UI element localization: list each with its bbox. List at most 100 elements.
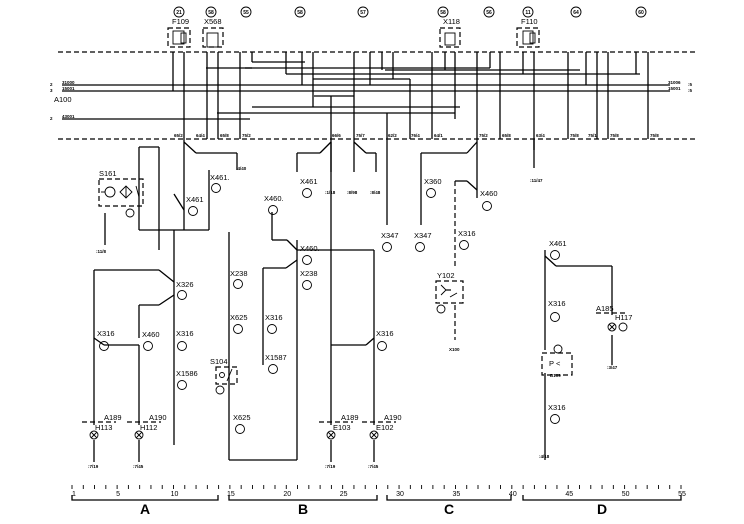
switch-s161[interactable]: S161 [98, 169, 144, 218]
bus-lines [62, 61, 670, 120]
fuse-f109-label: F109 [172, 17, 189, 26]
terminal-label: 75/2 [479, 133, 488, 138]
bus-output-wire: 15001 [668, 86, 681, 91]
scale-tick-label: 30 [396, 491, 404, 498]
reference-label: :11/47 [530, 178, 543, 183]
lamp-e102[interactable]: A190 E102 :7/45 [362, 413, 402, 469]
reference-label: X100 [449, 347, 460, 352]
scale-tick-label: 20 [283, 491, 291, 498]
lamp-h112[interactable]: A190 H112 :7/45 [127, 413, 167, 469]
zone-marker: 60 [635, 6, 647, 18]
zone-marker: 58 [437, 6, 449, 18]
lamp-e103[interactable]: A189 E103 :7/19 [319, 413, 359, 469]
zone-circle [211, 183, 221, 193]
valve-y102[interactable]: Y102 [435, 271, 464, 314]
terminal-label: 63/4 [536, 133, 545, 138]
connector-x316-label: X316 [376, 329, 394, 338]
scale-tick-label: 50 [622, 491, 630, 498]
connector-x238-label: X238 [300, 269, 318, 278]
lamp-h117[interactable]: A185 H117 :3/47 [596, 304, 632, 370]
section-d-label: D [597, 501, 607, 517]
section-c-label: C [444, 501, 454, 517]
section-d-wiring [544, 250, 613, 460]
connector-x460-label: X460 [480, 189, 498, 198]
connector-x568[interactable]: X568 [202, 17, 224, 48]
scale-tick-label: 10 [171, 491, 179, 498]
circle-marker [618, 322, 628, 332]
bus-output-wire: 31006 [668, 80, 681, 85]
lamp-ref-label: A185 [596, 304, 614, 313]
circle-marker [436, 304, 446, 314]
reference-label: :3/47 [607, 365, 618, 370]
reference-label: :7/45 [133, 464, 144, 469]
connector-x625-label: X625 [230, 313, 248, 322]
section-d-bracket [522, 495, 682, 501]
scale-tick-label: 15 [227, 491, 235, 498]
zone-marker-label: 58 [440, 10, 446, 16]
connector-x460-label: X460 [142, 330, 160, 339]
zone-marker-label: 58 [297, 10, 303, 16]
sensor-b109[interactable]: P < B109 [541, 344, 573, 378]
terminal-label: 75/1 [588, 133, 597, 138]
sensor-b109-label: B109 [550, 373, 561, 378]
section-c-bracket [386, 495, 512, 501]
zone-circle [267, 324, 277, 334]
circle-marker [215, 385, 225, 395]
lamp-ref-label: A190 [384, 413, 402, 422]
connector-x316-label: X316 [97, 329, 115, 338]
reference-label: :1/18 [325, 190, 336, 195]
zone-circle [99, 341, 109, 351]
zone-markers: 21 58 55 58 57 58 56 11 64 60 [173, 6, 647, 18]
zone-marker: 64 [570, 6, 582, 18]
zone-circle [177, 380, 187, 390]
connector-x1586-label: X1586 [176, 369, 198, 378]
sensor-symbol: P < [549, 359, 561, 368]
fuse-f109[interactable]: F109 [167, 17, 191, 48]
zone-marker-label: 56 [486, 10, 492, 16]
section-a-bracket [71, 495, 219, 501]
bus-input-wire: 31000 [62, 80, 75, 85]
zone-circle [233, 279, 243, 289]
zone-circle [268, 364, 278, 374]
switch-s104[interactable]: S104 [210, 357, 238, 395]
terminal-label: 64/1 [434, 133, 443, 138]
lamp-h113[interactable]: A189 H113 :7/19 [82, 413, 122, 469]
zone-circle [550, 312, 560, 322]
terminal-label: 75/7 [356, 133, 365, 138]
terminal-label: 66/6 [332, 133, 341, 138]
bus-output-15001: 15001 :5 [668, 86, 692, 93]
bus-input-arrow: 2 [50, 82, 53, 87]
zone-circle [177, 290, 187, 300]
lamp-h112-label: H112 [140, 423, 157, 432]
connector-x461-label: X461. [210, 173, 230, 182]
scale-tick-label: 45 [565, 491, 573, 498]
zone-marker-label: 55 [243, 10, 249, 16]
connector-x118[interactable]: X118 [439, 17, 461, 48]
connector-x625-label: X625 [233, 413, 251, 422]
zone-marker-label: 64 [573, 10, 579, 16]
scale-tick-label: 1 [72, 491, 76, 498]
zone-marker: 56 [483, 6, 495, 18]
bus-input-31000: 2 31000 [50, 80, 75, 87]
bus-input-wire: 15001 [62, 86, 75, 91]
connector-x461-label: X461 [549, 239, 567, 248]
zone-circle [302, 280, 312, 290]
scale-tick-label: 5 [116, 491, 120, 498]
zone-circle [482, 201, 492, 211]
zone-circle [382, 242, 392, 252]
fuse-f110[interactable]: F110 [516, 17, 540, 48]
lamp-h117-label: H117 [615, 313, 632, 322]
connector-x460-label: X460. [300, 244, 320, 253]
zone-circle [550, 250, 560, 260]
zone-marker-label: 60 [638, 10, 644, 16]
lamp-ref-label: A190 [149, 413, 167, 422]
zone-circle [302, 188, 312, 198]
bus-output-31006: 31006 :5 [668, 80, 692, 87]
terminal-label: 64/4 [196, 133, 205, 138]
bus-output-ref: :5 [688, 82, 692, 87]
zone-marker: 21 [173, 6, 185, 18]
zone-circle [188, 206, 198, 216]
fuse-f110-label: F110 [521, 17, 538, 26]
valve-y102-label: Y102 [437, 271, 455, 280]
